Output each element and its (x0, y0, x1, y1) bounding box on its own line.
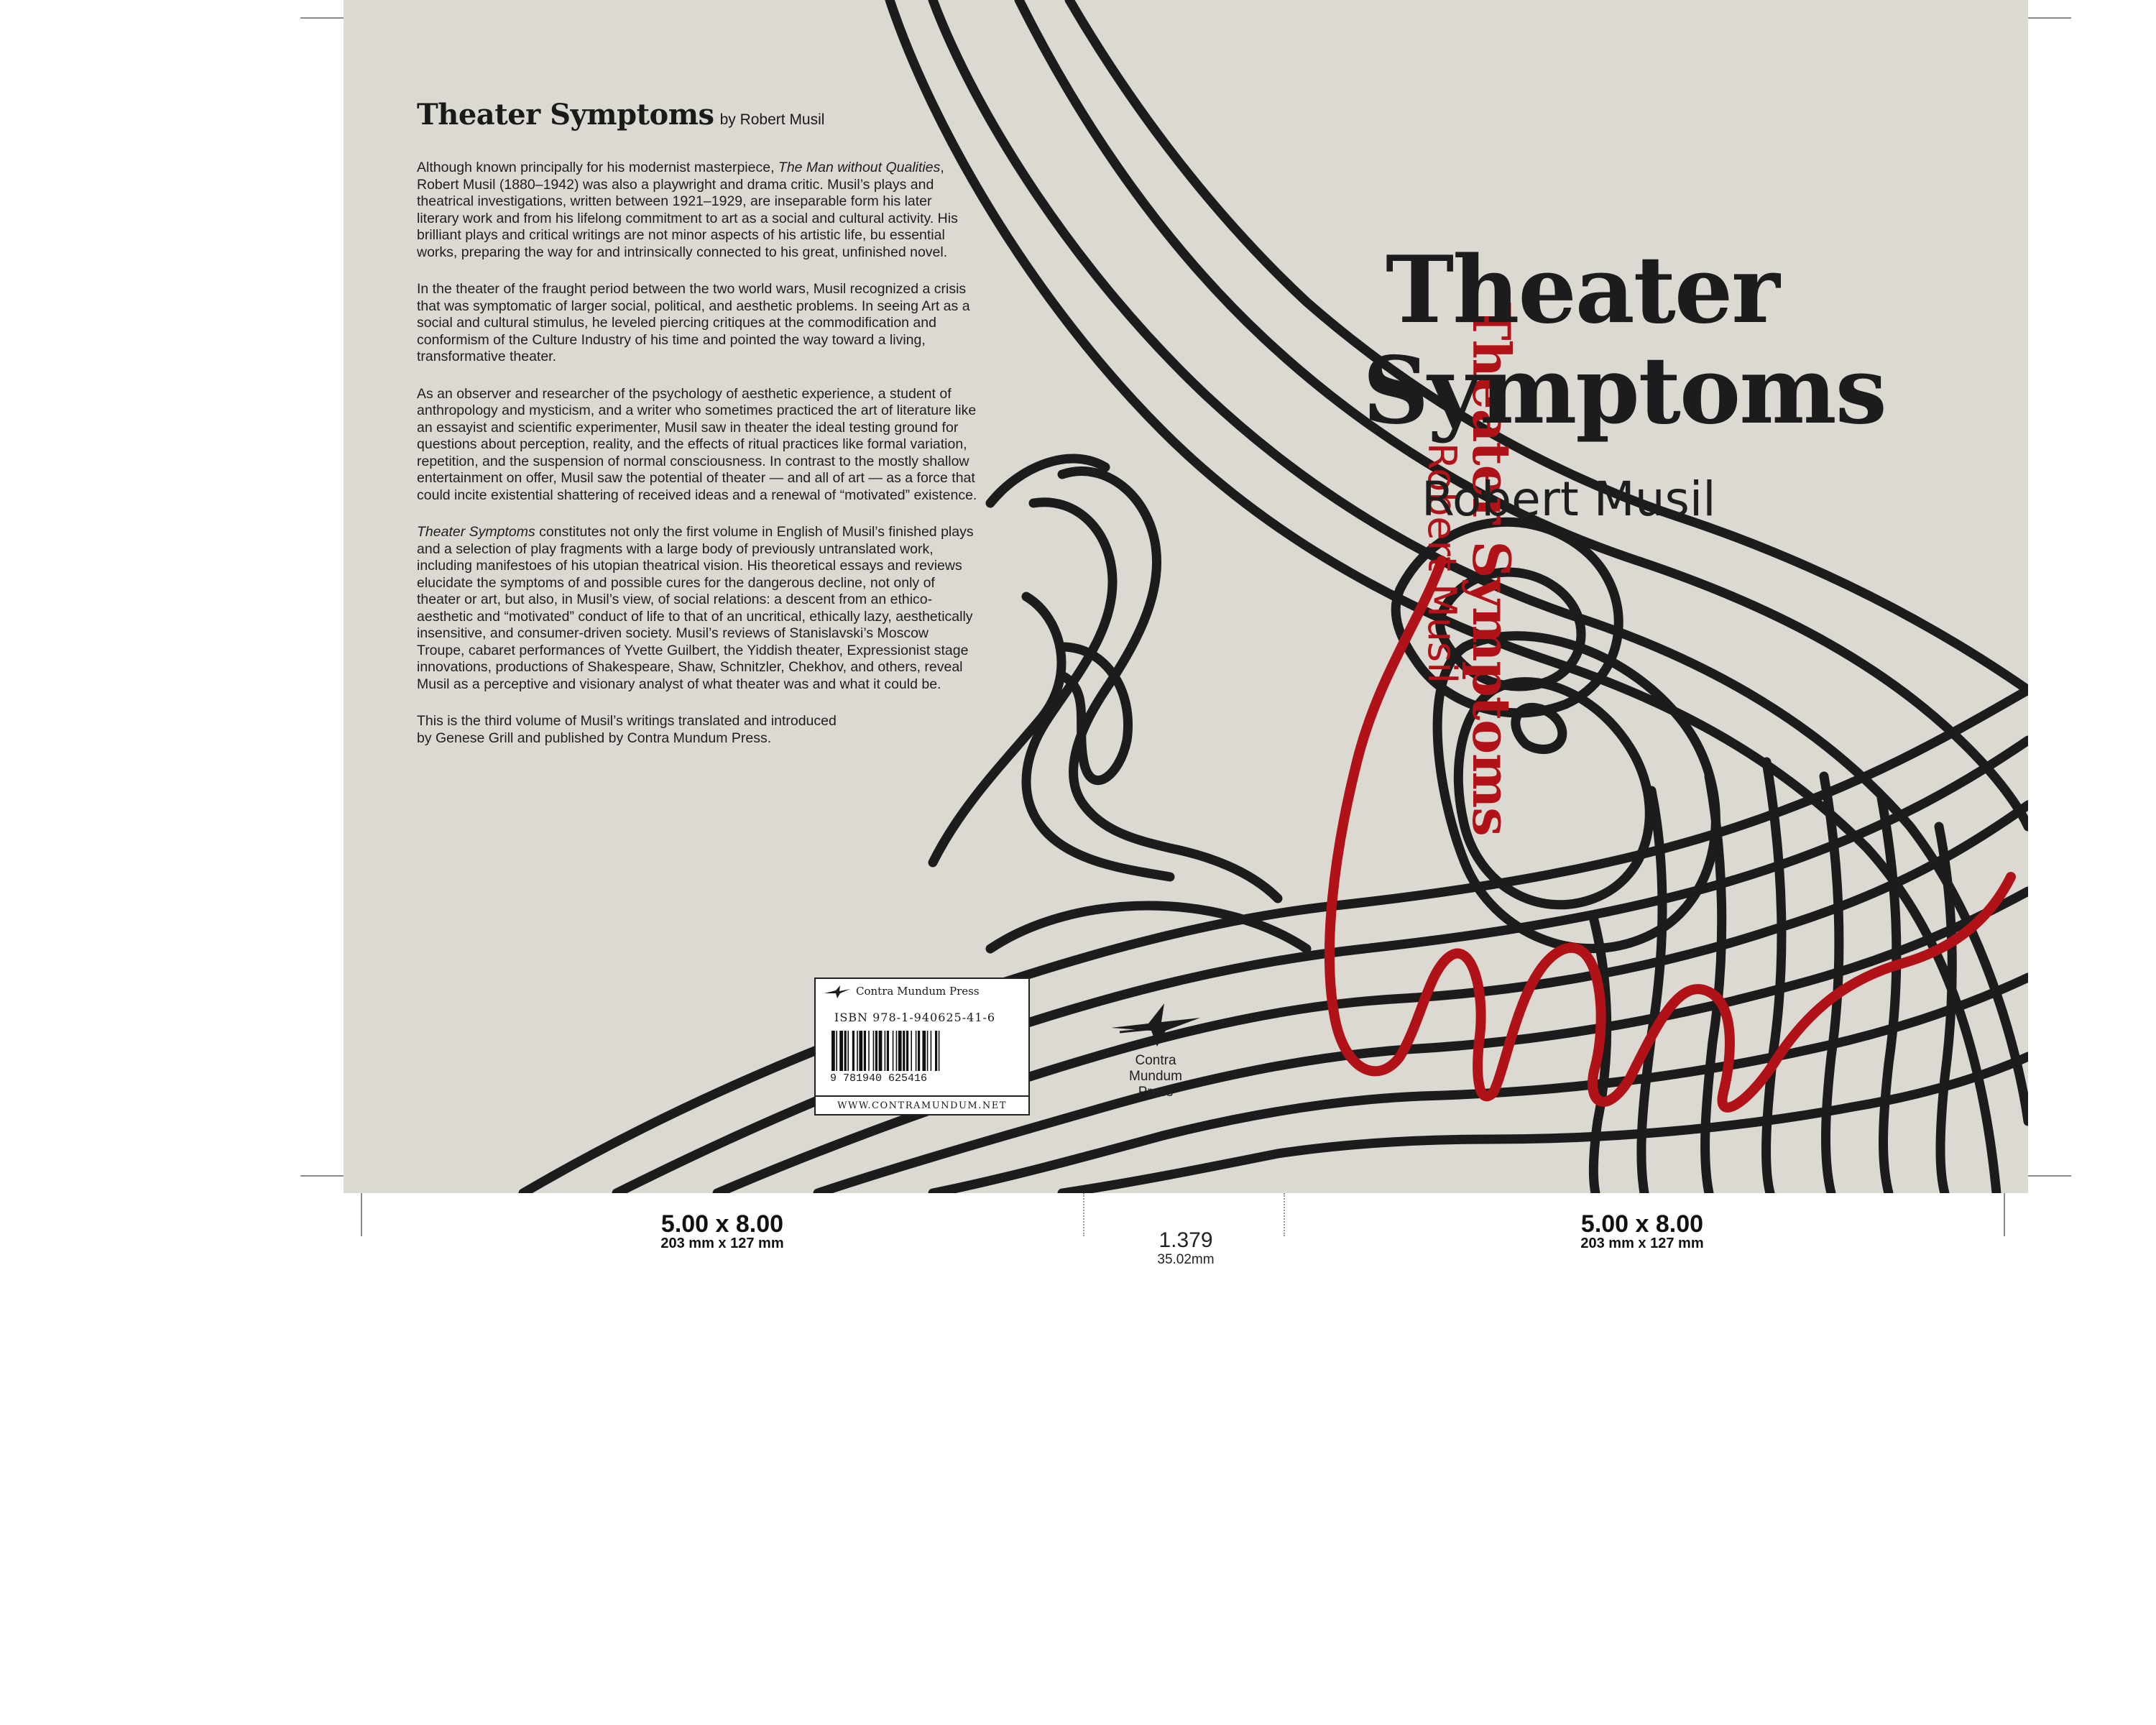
barcode-bar (938, 1031, 940, 1071)
bird-logo-icon (824, 985, 850, 998)
spine-fold-line (1284, 1193, 1285, 1236)
bird-logo-icon (1111, 1003, 1200, 1046)
barcode-bar (857, 1031, 858, 1071)
barcode-bar (868, 1031, 870, 1071)
barcode-bar (906, 1031, 909, 1071)
barcode-bar (839, 1031, 843, 1071)
spine-fold-line (1083, 1193, 1084, 1236)
spine-publisher-line: Press (1138, 1085, 1174, 1100)
barcode-bar (911, 1031, 912, 1071)
blurb-paragraph: In the theater of the fraught period bet… (417, 281, 970, 364)
barcode-bar (847, 1031, 849, 1071)
spine-dimension-label: 1.379 35.02mm (1121, 1229, 1250, 1268)
barcode-publisher-row: Contra Mundum Press (823, 985, 980, 999)
front-dimension-label: 5.00 x 8.00 203 mm x 127 mm (1531, 1212, 1754, 1251)
front-title-line-1: Theater (1386, 236, 1780, 344)
dimension-tick (361, 1193, 362, 1236)
front-size: 5.00 x 8.00 (1580, 1210, 1704, 1238)
front-title-line-2: Symptoms (1363, 337, 1887, 445)
front-size-mm: 203 mm x 127 mm (1580, 1236, 1704, 1251)
barcode-bar (915, 1031, 917, 1071)
barcode-bar (852, 1031, 854, 1071)
blurb-paragraph: This is the third volume of Musil’s writ… (417, 713, 837, 746)
barcode-bar (836, 1031, 837, 1071)
barcode-bars-icon (831, 1031, 940, 1071)
back-cover-heading: Theater Symptoms by Robert Musil (417, 98, 824, 132)
barcode-bar (922, 1031, 926, 1071)
barcode-bar (872, 1031, 875, 1071)
spine-publisher-line: Contra (1135, 1053, 1176, 1068)
blurb-paragraph: As an observer and researcher of the psy… (417, 385, 977, 503)
barcode-bar (895, 1031, 898, 1071)
barcode-bar (844, 1031, 847, 1071)
spine-publisher-line: Mundum (1129, 1069, 1182, 1084)
spine-width: 1.379 (1158, 1228, 1213, 1252)
back-dimension-label: 5.00 x 8.00 203 mm x 127 mm (611, 1212, 834, 1251)
crop-mark-top-left (300, 17, 344, 19)
crop-mark-top-right (2028, 17, 2071, 19)
barcode-bar (831, 1031, 835, 1071)
barcode-bar (935, 1031, 938, 1071)
barcode-bar (926, 1031, 929, 1071)
barcode-bar (892, 1031, 894, 1071)
back-size-mm: 203 mm x 127 mm (660, 1236, 784, 1251)
back-cover-title: Theater Symptoms (417, 98, 714, 132)
crop-mark-bottom-right (2028, 1175, 2071, 1177)
front-author: Robert Musil (1422, 472, 1716, 527)
blurb-paragraph: Although known principally for his moder… (417, 160, 958, 260)
barcode-bar (863, 1031, 866, 1071)
dimension-tick (2004, 1193, 2005, 1236)
barcode-bar (918, 1031, 921, 1071)
isbn-barcode-box: Contra Mundum Press ISBN 978-1-940625-41… (814, 978, 1030, 1116)
book-cover-spread: Theater Symptoms by Robert Musil Although… (344, 0, 2028, 1193)
spine-publisher-logo: Contra Mundum Press (1105, 999, 1206, 1100)
barcode-digits: 9 781940 625416 (830, 1072, 928, 1085)
barcode-bar (875, 1031, 877, 1071)
back-cover-byline: by Robert Musil (719, 111, 825, 128)
barcode-bar (898, 1031, 902, 1071)
barcode-bar (903, 1031, 906, 1071)
blurb-paragraph: Theater Symptoms constitutes not only th… (417, 524, 974, 692)
barcode-bar (859, 1031, 863, 1071)
crop-mark-bottom-left (300, 1175, 344, 1177)
barcode-bar (878, 1031, 883, 1071)
barcode-bar (884, 1031, 886, 1071)
red-monogram-stroke (1324, 556, 2016, 1113)
publisher-url: WWW.CONTRAMUNDUM.NET (816, 1095, 1028, 1111)
barcode-bar (930, 1031, 932, 1071)
isbn-number: ISBN 978-1-940625-41-6 (834, 1011, 996, 1024)
back-cover-blurb: Although known principally for his moder… (417, 160, 977, 767)
barcode-bar (886, 1031, 889, 1071)
barcode-publisher: Contra Mundum Press (856, 985, 980, 998)
spine-width-mm: 35.02mm (1157, 1252, 1215, 1267)
back-size: 5.00 x 8.00 (660, 1210, 784, 1238)
